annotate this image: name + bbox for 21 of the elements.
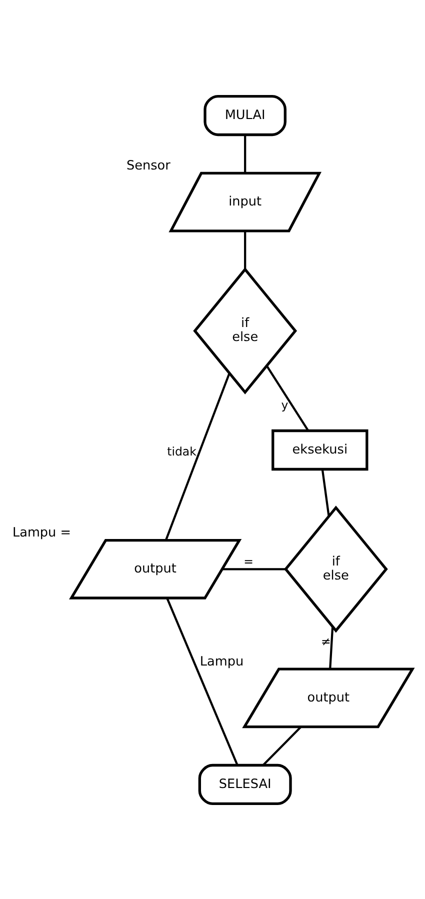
node-label: Sensor: [126, 158, 170, 174]
node-box: eksekusi: [272, 428, 368, 470]
connector: [262, 726, 302, 766]
connector: [329, 626, 334, 669]
connector: [244, 230, 246, 269]
connector: [321, 468, 330, 516]
node-box: MULAI: [204, 94, 286, 136]
connector: [266, 365, 310, 431]
node-label: Lampu: [200, 654, 244, 669]
node-diamond: if else: [193, 266, 298, 394]
node-label: Lampu =: [12, 525, 72, 540]
node-box: SELESAI: [198, 763, 292, 805]
connector: [166, 597, 238, 766]
edge-label: ≠: [321, 634, 331, 648]
connector: [164, 372, 230, 540]
node-diamond: if else: [284, 505, 388, 632]
connector: [244, 134, 246, 173]
edge-label: y: [281, 398, 288, 412]
edge-label: tidak: [167, 444, 196, 458]
edge-label: =: [244, 554, 254, 568]
connector: [222, 568, 286, 570]
